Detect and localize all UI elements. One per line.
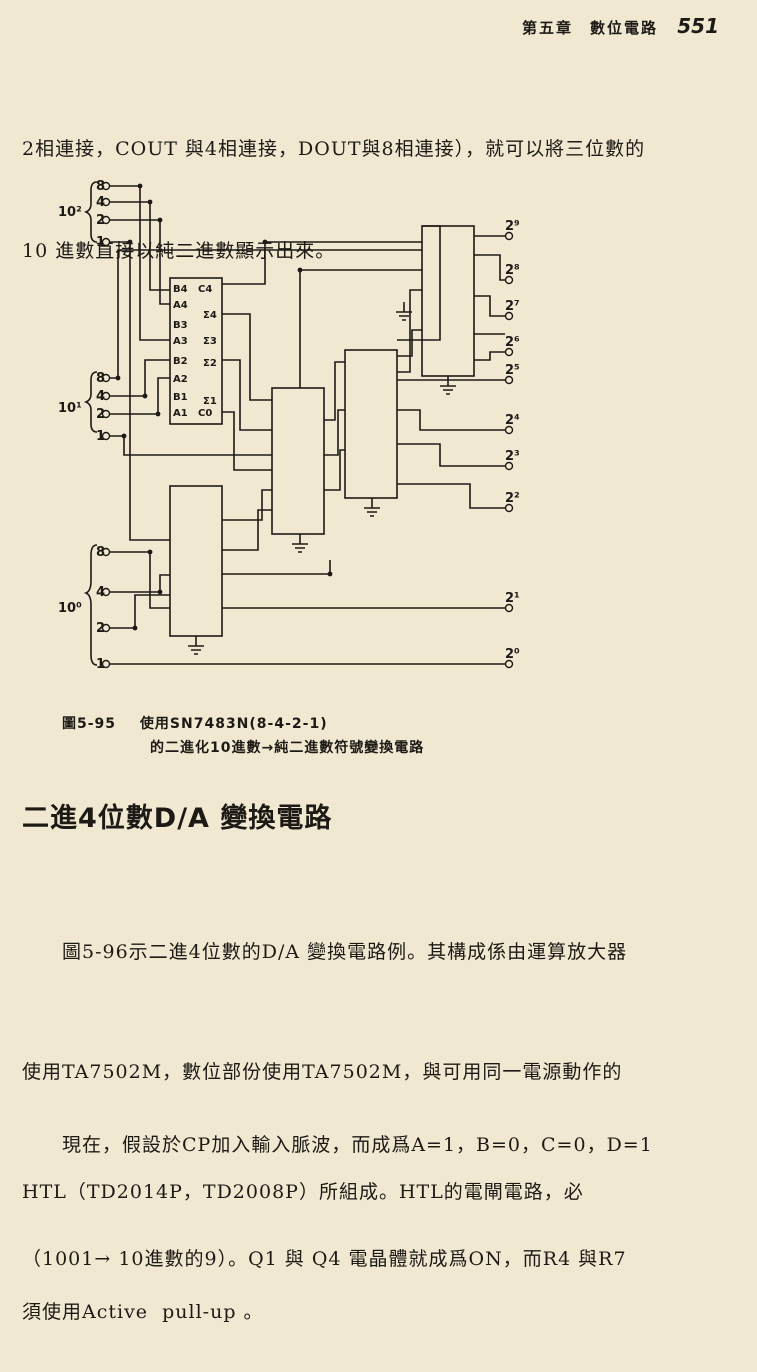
adder-chip-right-upper	[421, 225, 475, 377]
pin-a2: A2	[173, 374, 188, 385]
figure-number: 圖5-95	[62, 716, 117, 732]
brace-group-1	[83, 544, 98, 666]
body-paragraph-2: 現在，假設於CP加入輸入脈波，而成爲A=1，B=0，C=0，D=1 （1001→…	[22, 1050, 737, 1316]
circuit-diagram: 10² 10¹ 10⁰ 8 4 2 1 8 4 2 1 8 4 2 1 2⁹ 2…	[58, 179, 520, 672]
weight-a-2: 2	[96, 213, 105, 228]
pin-b1: B1	[173, 392, 188, 403]
output-label-2-1: 2¹	[505, 591, 520, 606]
pin-sum3: Σ3	[203, 336, 217, 347]
body-p1-line-2: 使用TA7502M，數位部份使用TA7502M，與可用同一電源動作的	[22, 1061, 623, 1083]
weight-b-2: 2	[96, 407, 105, 422]
weight-b-4: 4	[96, 389, 105, 404]
chapter-title: 第五章 數位電路	[522, 19, 659, 37]
pin-c0: C0	[198, 408, 212, 419]
pin-sum2: Σ2	[203, 358, 217, 369]
weight-a-4: 4	[96, 195, 105, 210]
output-label-2-0: 2⁰	[505, 647, 520, 662]
weight-c-1: 1	[96, 657, 105, 672]
output-label-2-8: 2⁸	[505, 263, 520, 278]
figure-caption-line-1: 使用SN7483N(8-4-2-1)	[139, 716, 328, 732]
output-label-2-7: 2⁷	[505, 299, 520, 314]
pin-b4: B4	[173, 284, 188, 295]
group-label-100: 10²	[58, 205, 82, 220]
pin-a4: A4	[173, 300, 188, 311]
output-label-2-2: 2²	[505, 491, 520, 506]
group-label-1: 10⁰	[58, 601, 82, 616]
pin-a3: A3	[173, 336, 188, 347]
brace-group-10	[83, 371, 98, 433]
page-number: 551	[677, 14, 719, 38]
pin-sum1: Σ1	[203, 396, 217, 407]
output-label-2-3: 2³	[505, 449, 520, 464]
pin-sum4: Σ4	[203, 310, 217, 321]
weight-c-8: 8	[96, 545, 105, 560]
weight-b-1: 1	[96, 429, 105, 444]
pin-b3: B3	[173, 320, 188, 331]
weight-c-4: 4	[96, 585, 105, 600]
adder-chip-middle	[271, 387, 325, 535]
adder-chip-left-bottom	[169, 485, 223, 637]
group-label-10: 10¹	[58, 401, 82, 416]
section-title: 二進4位數D/A 變換電路	[22, 803, 333, 834]
adder-chip-right-lower	[344, 349, 398, 499]
weight-a-8: 8	[96, 179, 105, 194]
weight-c-2: 2	[96, 621, 105, 636]
intro-line-1: 2相連接，COUT 與4相連接，DOUT與8相連接），就可以將三位數的	[22, 138, 646, 160]
adder-chip-left-top	[169, 277, 223, 425]
output-label-2-9: 2⁹	[505, 219, 520, 234]
pin-b2: B2	[173, 356, 188, 367]
pin-c4: C4	[198, 284, 212, 295]
weight-a-1: 1	[96, 235, 105, 250]
pin-a1: A1	[173, 408, 188, 419]
weight-b-8: 8	[96, 371, 105, 386]
figure-caption-line-2: 的二進化10進數→純二進數符號變換電路	[150, 740, 425, 756]
output-label-2-5: 2⁵	[505, 363, 520, 378]
output-label-2-6: 2⁶	[505, 335, 520, 350]
output-label-2-4: 2⁴	[505, 413, 520, 428]
brace-group-100	[83, 181, 98, 243]
page-header: 第五章 數位電路 551	[522, 14, 719, 38]
body-p2-line-1: 現在，假設於CP加入輸入脈波，而成爲A=1，B=0，C=0，D=1	[62, 1134, 653, 1156]
figure-caption: 圖5-95 使用SN7483N(8-4-2-1) 的二進化10進數→純二進數符號…	[62, 712, 424, 760]
body-p2-line-2: （1001→ 10進數的9）。Q1 與 Q4 電晶體就成爲ON，而R4 與R7	[22, 1248, 627, 1270]
body-p1-line-1: 圖5-96示二進4位數的D/A 變換電路例。其構成係由運算放大器	[62, 941, 628, 963]
